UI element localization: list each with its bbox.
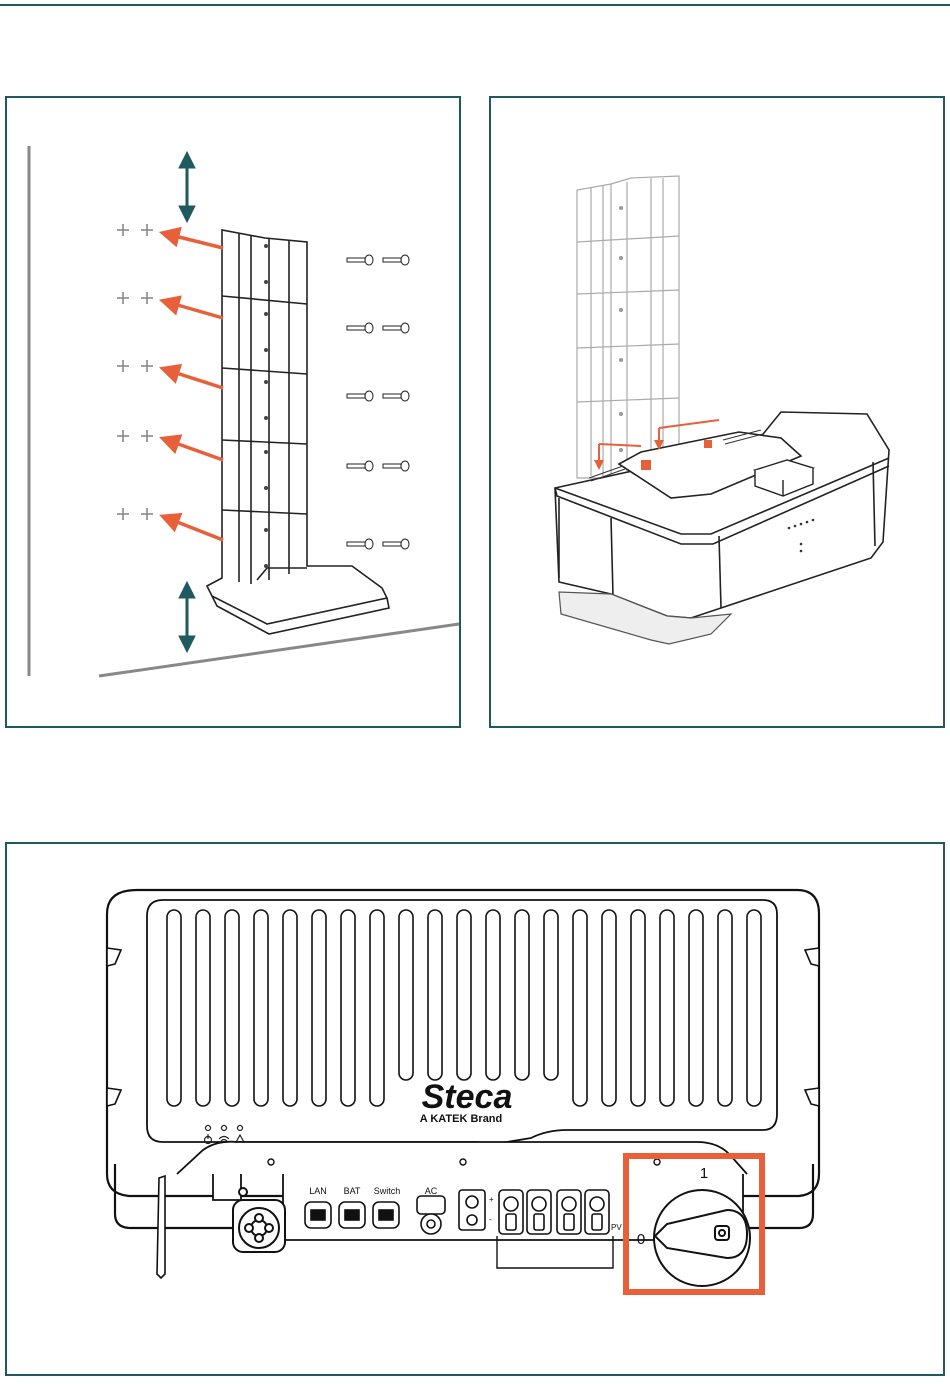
rail-hole — [264, 486, 268, 490]
fin — [544, 910, 558, 1080]
fin — [747, 910, 761, 1106]
pv-connector — [585, 1190, 609, 1234]
wall-screws — [347, 255, 409, 549]
drill-mark — [141, 360, 153, 372]
fin — [196, 910, 210, 1106]
brand-tagline: A KATEK Brand — [420, 1113, 503, 1125]
insert-arrow — [167, 440, 223, 460]
insert-arrow — [167, 370, 223, 388]
rail-hole — [264, 564, 268, 568]
insert-screw-arrows — [167, 234, 223, 540]
screw — [383, 461, 409, 471]
rail-hole — [619, 412, 623, 416]
hang-inverter-illustration — [491, 98, 945, 728]
drill-mark — [117, 508, 129, 520]
rail-screw-holes — [619, 206, 623, 452]
pv-connector — [527, 1190, 551, 1234]
screw — [383, 391, 409, 401]
port-label-switch: Switch — [374, 1186, 401, 1196]
screw — [347, 461, 373, 471]
fin — [254, 910, 268, 1106]
heatsink-fins — [167, 910, 761, 1106]
port-bat — [339, 1202, 365, 1228]
rail-hole — [264, 380, 268, 384]
rail-hole — [619, 358, 623, 362]
fin — [718, 910, 732, 1106]
figure-inverter-dc-switch: Steca A KATEK Brand LAN BAT Switch — [5, 842, 945, 1376]
bat-plus-label: + — [489, 1195, 494, 1204]
screw — [347, 323, 373, 333]
mounting-rail — [577, 176, 679, 478]
fin — [660, 910, 674, 1106]
port-lan — [305, 1202, 331, 1228]
screw — [347, 391, 373, 401]
port-label-bat: BAT — [344, 1186, 361, 1196]
rail-hole — [619, 448, 623, 452]
brand-logo: Steca — [422, 1078, 513, 1116]
insert-arrow — [167, 518, 223, 540]
fin — [457, 910, 471, 1080]
fin — [689, 910, 703, 1106]
insert-arrow — [167, 234, 223, 248]
fin — [312, 910, 326, 1106]
drill-mark — [141, 508, 153, 520]
rail-hole — [264, 244, 268, 248]
fin — [225, 910, 239, 1106]
fin — [283, 910, 297, 1106]
fin — [341, 910, 355, 1106]
pv-label: PV — [611, 1223, 622, 1232]
drill-hole-marks — [117, 224, 153, 520]
header-rule — [0, 4, 950, 6]
fin — [167, 910, 181, 1106]
port-label-lan: LAN — [309, 1186, 327, 1196]
vertical-adjust-arrow-bottom — [179, 582, 195, 652]
fin — [602, 910, 616, 1106]
fin — [486, 910, 500, 1080]
figure-hang-inverter — [489, 96, 945, 728]
dc-switch-on-label: 1 — [700, 1165, 708, 1182]
rail-hole — [264, 416, 268, 420]
rail-hole — [264, 450, 268, 454]
port-label-ac: AC — [425, 1186, 438, 1196]
drill-mark — [117, 224, 129, 236]
figure-wall-mount-rail — [5, 96, 461, 728]
dc-switch-knob[interactable] — [654, 1190, 750, 1286]
screw — [383, 255, 409, 265]
port-switch — [373, 1202, 399, 1228]
screw — [383, 323, 409, 333]
rail-hole — [264, 348, 268, 352]
fin — [515, 910, 529, 1080]
rail-hole — [619, 256, 623, 260]
inverter-body — [555, 412, 889, 618]
fin — [428, 910, 442, 1080]
drill-mark — [141, 224, 153, 236]
drill-mark — [117, 360, 129, 372]
wall-mount-illustration — [7, 98, 461, 728]
screw — [383, 539, 409, 549]
fin — [573, 910, 587, 1106]
drill-mark — [141, 292, 153, 304]
rail-hole — [264, 312, 268, 316]
drill-mark — [117, 292, 129, 304]
inverter-front-illustration: Steca A KATEK Brand LAN BAT Switch — [7, 844, 945, 1376]
pv-connector — [557, 1190, 581, 1234]
rail-hole — [264, 528, 268, 532]
battery-terminals — [459, 1190, 485, 1230]
rail-hole — [619, 206, 623, 210]
drill-mark — [141, 430, 153, 442]
fin — [631, 910, 645, 1106]
drill-mark — [117, 430, 129, 442]
vertical-adjust-arrow-top — [179, 152, 195, 222]
screw — [347, 255, 373, 265]
rail-hole — [264, 280, 268, 284]
bat-minus-label: - — [489, 1215, 492, 1224]
fin — [370, 910, 384, 1106]
pv-connector — [499, 1190, 523, 1234]
rail-hole — [619, 308, 623, 312]
screw — [347, 539, 373, 549]
insert-arrow — [167, 302, 223, 318]
fin — [399, 910, 413, 1080]
dc-switch-off-label: 0 — [637, 1231, 645, 1248]
mounting-rail — [207, 230, 389, 634]
